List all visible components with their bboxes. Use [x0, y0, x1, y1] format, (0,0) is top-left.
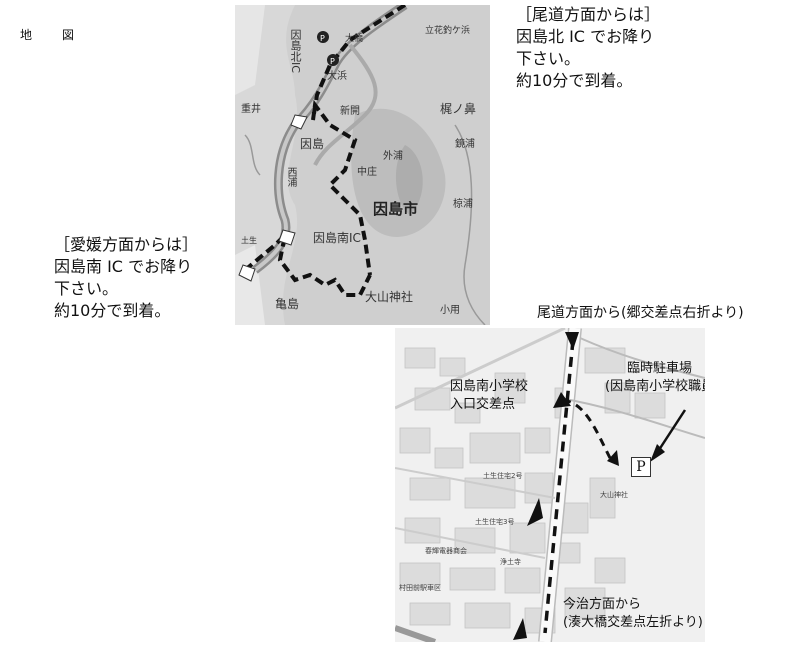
map-label: 亀島 — [275, 297, 300, 311]
parking-symbol: P — [631, 457, 651, 477]
route-arrow — [565, 332, 579, 350]
map-label: 小用 — [440, 305, 460, 316]
label-line: 因島南小学校 — [450, 379, 529, 394]
route-arrow — [553, 392, 571, 408]
ehime-directions: ［愛媛方面からは］ 因島南 IC でお降り 下さい。 約10分で到着。 — [54, 234, 198, 322]
title-char: 地 — [20, 28, 33, 42]
map-label: 村田前駅車区 — [399, 584, 441, 592]
map-label: 立花釣ケ浜 — [425, 26, 471, 36]
svg-text:P: P — [330, 57, 335, 66]
map-label: 鏡浦 — [455, 139, 475, 150]
route-arrow — [527, 498, 543, 526]
map-label: 因島市 — [373, 200, 419, 218]
label-line: 今治方面から — [563, 597, 642, 612]
directions-line: 約10分で到着。 — [54, 301, 171, 320]
map-label: 春輝電器商会 — [425, 547, 467, 555]
map-label: 因島南IC — [313, 231, 361, 245]
label-line: (湊大橋交差点左折より) — [563, 615, 703, 630]
map-label: 梶ノ鼻 — [440, 102, 477, 116]
map-label: 大山神社 — [365, 290, 414, 304]
page-title: 地図 — [20, 26, 104, 43]
map-label: 因島 — [300, 137, 325, 151]
directions-line: 因島南 IC でお降り — [54, 257, 193, 276]
onomichi-directions: ［尾道方面からは］ 因島北 IC でお降り 下さい。 約10分で到着。 — [516, 4, 660, 92]
directions-line: 下さい。 — [516, 49, 581, 68]
map-label: 浄土寺 — [500, 558, 521, 566]
parking-sublabel: (因島南小学校職員駐車場) — [605, 379, 705, 394]
directions-heading: ［尾道方面からは］ — [516, 5, 661, 24]
map-label: 新開 — [340, 106, 360, 117]
overview-map: P P 因島北IC 大浜 重井 新開 梶ノ鼻 因島 鏡浦 外浦 西浦 中庄 因島… — [235, 5, 490, 325]
route-arrow — [607, 450, 619, 466]
parking-label: 臨時駐車場 — [627, 361, 693, 376]
title-char: 図 — [62, 28, 75, 42]
directions-heading: ［愛媛方面からは］ — [54, 235, 199, 254]
label-line: 入口交差点 — [450, 397, 516, 412]
map-label: 外浦 — [383, 151, 403, 162]
map-label: 西浦 — [285, 167, 296, 187]
directions-line: 約10分で到着。 — [516, 71, 633, 90]
overview-map-graphic: P P — [235, 5, 490, 325]
route-arrow — [513, 618, 527, 640]
directions-line: 下さい。 — [54, 279, 119, 298]
map-label: 大山神社 — [600, 491, 628, 499]
map-label: 土生住宅3号 — [475, 518, 515, 526]
map-label: 土生住宅2号 — [483, 472, 523, 480]
map-label: 土生 — [241, 236, 257, 245]
directions-line: 因島北 IC でお降り — [516, 27, 655, 46]
school-junction-label: 因島南小学校 入口交差点 — [450, 378, 528, 414]
map-label: 椋浦 — [453, 199, 473, 210]
detail-caption-top: 尾道方面から(郷交差点右折より) — [537, 305, 744, 321]
svg-text:P: P — [320, 34, 325, 43]
detail-map: 因島南小学校 入口交差点 臨時駐車場 (因島南小学校職員駐車場) P 大山神社 … — [395, 328, 705, 642]
map-label: 重井 — [241, 104, 261, 115]
map-label: 大浜 — [327, 71, 347, 82]
map-label: 中庄 — [357, 167, 377, 178]
map-label: 大橋 — [345, 34, 364, 44]
imabari-caption: 今治方面から (湊大橋交差点左折より) — [563, 596, 703, 632]
map-label: 因島北IC — [289, 29, 302, 73]
detail-map-graphic — [395, 328, 705, 642]
